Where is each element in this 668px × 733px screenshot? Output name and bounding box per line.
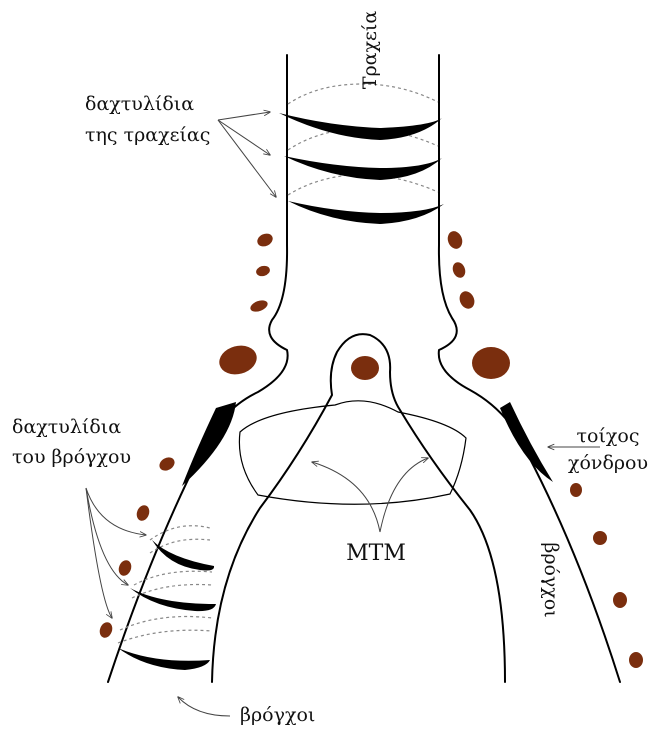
bronchus-ring-dash-1 [150, 526, 210, 540]
nodule [351, 356, 379, 380]
nodule [593, 531, 607, 545]
carina-outline [212, 334, 505, 682]
bronchus-ring-3 [118, 648, 210, 670]
trachea-ring-2 [284, 156, 442, 180]
bronchus-rings-label-line2: του βρόγχου [12, 446, 131, 468]
mtm-label: MTM [346, 541, 406, 566]
nodule [157, 455, 177, 473]
bronchi-bottom-label: βρόγχοι [240, 704, 315, 726]
cartilage-wall-label-line1: τοίχος [577, 425, 640, 447]
nodule [570, 483, 582, 497]
nodule [445, 229, 464, 251]
bronchi-vertical-label: βρόγχοι [540, 542, 562, 617]
nodule [135, 503, 152, 522]
arrow-trachea-ring-2 [218, 120, 270, 155]
arrow-mtm-left [312, 462, 380, 532]
nodule [472, 347, 510, 379]
trachea-ring-1 [279, 113, 442, 140]
nodule [613, 592, 627, 608]
nodule [216, 342, 260, 379]
left-cartilage-wall [182, 402, 236, 486]
trachea-rings-label-line1: δαχτυλίδια [85, 93, 194, 115]
bronchus-ring-1 [152, 540, 214, 571]
arrow-trachea-ring-3 [218, 120, 276, 197]
right-cartilage-wall [500, 402, 553, 482]
nodule [255, 231, 275, 249]
trachea-right-wall [439, 55, 620, 682]
trachea-ring-3 [288, 201, 444, 224]
bronchus-ring-dash-5 [120, 617, 212, 631]
nodule [98, 620, 115, 639]
nodule [249, 298, 269, 314]
bronchus-ring-dash-6 [118, 630, 212, 643]
trachea-label: Τραχεία [359, 11, 381, 89]
cartilage-wall-label-line2: χόνδρου [568, 452, 648, 474]
nodule [255, 264, 271, 277]
nodule [451, 260, 468, 279]
bronchus-rings-label-line1: δαχτυλίδια [12, 416, 121, 438]
bronchus-ring-2 [130, 588, 216, 611]
arrow-mtm-right [380, 458, 428, 532]
nodule [117, 558, 134, 577]
arrow-bronchi-bottom [178, 697, 230, 716]
trachea-rings-label-line2: της τραχείας [85, 124, 210, 146]
nodule [457, 289, 477, 311]
nodule [629, 652, 643, 668]
arrow-trachea-ring-1 [218, 112, 270, 120]
